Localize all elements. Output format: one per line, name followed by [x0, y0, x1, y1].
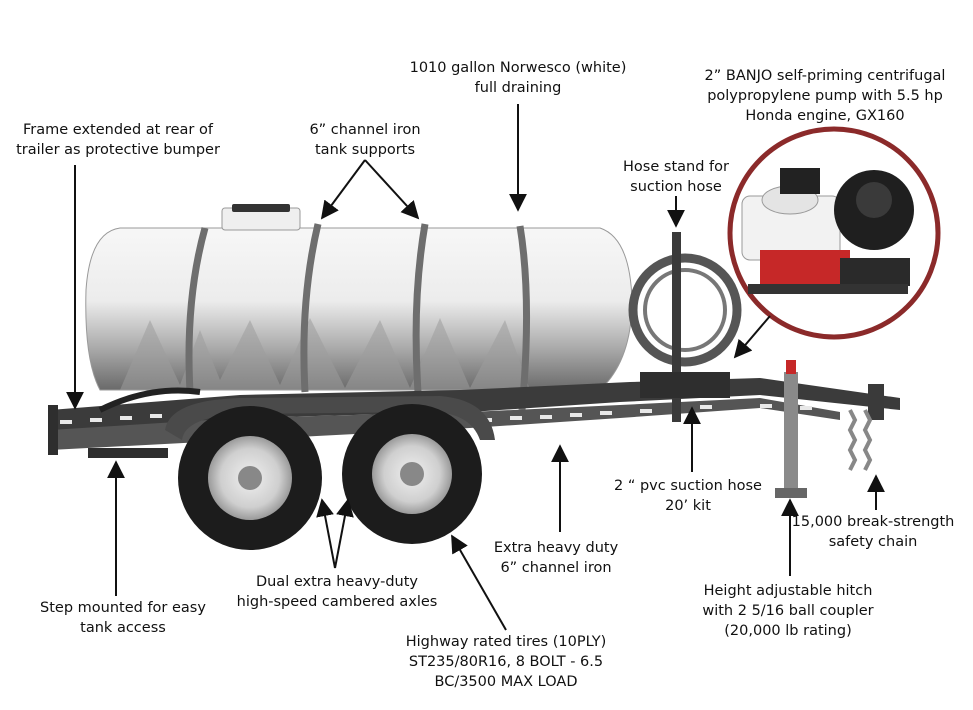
label-line: Hose stand for: [623, 159, 729, 175]
tank-supports: [185, 223, 531, 411]
label-tank-supports: 6” channel iron tank supports: [290, 120, 440, 160]
wheel-front: [342, 404, 482, 544]
label-hose-stand: Hose stand for suction hose: [616, 157, 736, 197]
label-line: Honda engine, GX160: [745, 108, 905, 124]
label-line: 2” BANJO self-priming centrifugal: [704, 68, 946, 84]
label-line: Frame extended at rear of: [23, 122, 213, 138]
label-line: Extra heavy duty: [493, 540, 619, 556]
label-line: Height adjustable hitch: [703, 583, 873, 599]
label-line: Dual extra heavy-duty: [255, 574, 419, 590]
label-pump: 2” BANJO self-priming centrifugal polypr…: [690, 66, 960, 126]
hitch-jack: [775, 360, 884, 498]
label-line: BC/3500 MAX LOAD: [434, 674, 578, 690]
label-hitch: Height adjustable hitch with 2 5/16 ball…: [688, 581, 888, 641]
label-line: 15,000 break-strength: [791, 514, 955, 530]
label-line: tank supports: [315, 142, 415, 158]
label-frame-bumper: Frame extended at rear of trailer as pro…: [4, 120, 232, 160]
label-line: high-speed cambered axles: [236, 594, 438, 610]
label-line: with 2 5/16 ball coupler: [702, 603, 874, 619]
label-tires: Highway rated tires (10PLY) ST235/80R16,…: [382, 632, 630, 692]
label-line: 6” channel iron: [309, 122, 421, 138]
label-line: full draining: [474, 80, 562, 96]
pump-inset: [727, 126, 941, 340]
label-line: tank access: [80, 620, 166, 636]
label-line: 6” channel iron: [500, 560, 612, 576]
label-line: trailer as protective bumper: [16, 142, 220, 158]
label-line: (20,000 lb rating): [724, 623, 852, 639]
label-tank: 1010 gallon Norwesco (white) full draini…: [400, 58, 636, 98]
label-line: safety chain: [828, 534, 918, 550]
label-step: Step mounted for easy tank access: [20, 598, 226, 638]
hose-reel: [628, 232, 742, 422]
arrow-icon: [66, 104, 885, 631]
label-line: Highway rated tires (10PLY): [405, 634, 607, 650]
label-axles: Dual extra heavy-duty high-speed cambere…: [228, 572, 446, 612]
label-line: 1010 gallon Norwesco (white): [409, 60, 627, 76]
water-tank: [85, 204, 633, 391]
label-suction-hose: 2 “ pvc suction hose 20’ kit: [608, 476, 768, 516]
label-line: suction hose: [630, 179, 722, 195]
label-line: ST235/80R16, 8 BOLT - 6.5: [408, 654, 604, 670]
label-line: Step mounted for easy: [40, 600, 206, 616]
label-channel-iron: Extra heavy duty 6” channel iron: [486, 538, 626, 578]
wheel-rear: [178, 406, 322, 550]
label-line: 2 “ pvc suction hose: [614, 478, 762, 494]
label-line: polypropylene pump with 5.5 hp: [707, 88, 943, 104]
label-safety-chain: 15,000 break-strength safety chain: [780, 512, 966, 552]
label-line: 20’ kit: [665, 498, 711, 514]
